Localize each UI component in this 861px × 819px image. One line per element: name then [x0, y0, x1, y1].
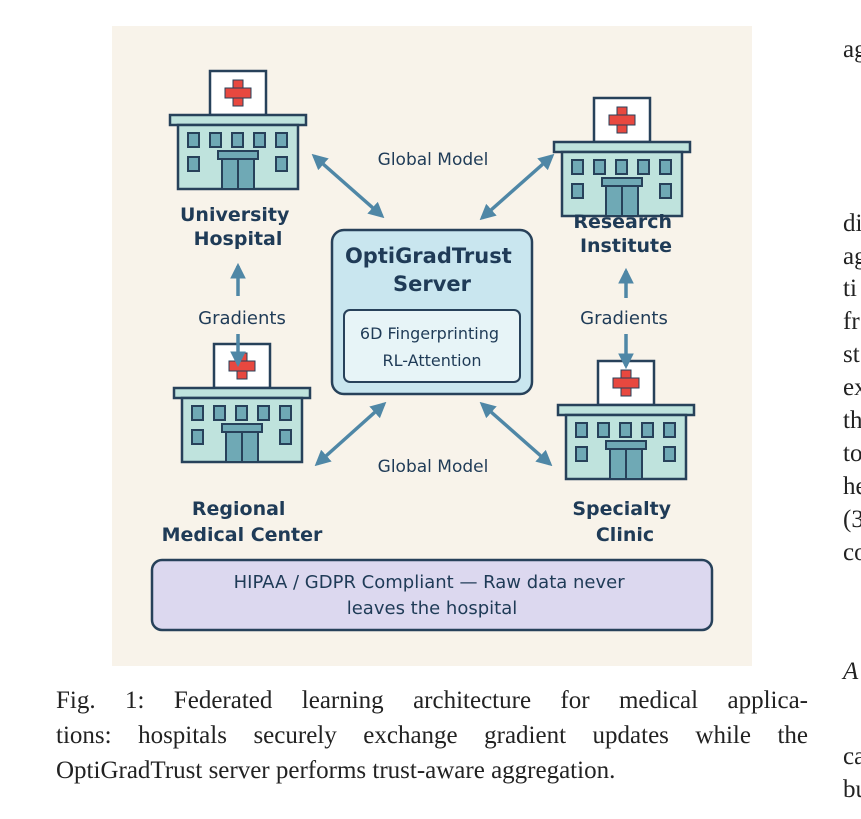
hospital-label-line: Hospital	[194, 228, 283, 250]
hospital-label-specialty: Specialty Clinic	[572, 498, 677, 546]
hospital-label-research: Research Institute	[573, 211, 678, 257]
right-column-fragment: co	[843, 539, 861, 566]
hospital-label-line: Research	[573, 211, 672, 233]
right-column-fragment: he	[843, 473, 861, 500]
right-column-fragment: ca	[843, 743, 861, 770]
caption-line: Fig. 1: Federated learning architecture …	[56, 687, 808, 714]
right-column-fragment: st	[843, 341, 860, 368]
global-model-arrow-bottom-right	[479, 401, 553, 467]
right-column-fragment: ag	[843, 36, 861, 63]
compliance-line: leaves the hospital	[347, 598, 518, 619]
server-module-text: 6D Fingerprinting RL-Attention	[360, 324, 504, 370]
gradients-label-left: Gradients	[198, 308, 286, 329]
server-title-line: OptiGradTrust	[345, 244, 512, 268]
hospital-label-regional: Regional Medical Center	[162, 498, 323, 546]
server-title-line: Server	[393, 272, 472, 296]
caption-line: tions: hospitals securely exchange gradi…	[56, 722, 808, 749]
hospital-label-line: Regional	[192, 498, 286, 520]
global-model-arrow-top-right	[479, 153, 555, 221]
global-model-arrow-bottom-left	[314, 401, 387, 467]
hospital-label-line: Institute	[580, 235, 672, 257]
right-column-fragment: ag	[843, 243, 861, 270]
right-column-fragment: ex	[843, 374, 861, 401]
caption-line: OptiGradTrust server performs trust-awar…	[56, 757, 616, 784]
right-column-fragment: (3	[843, 506, 861, 533]
hospital-label-line: University	[180, 204, 290, 226]
right-column-fragment: bu	[843, 776, 861, 803]
architecture-diagram: University Hospital Research Institute R…	[112, 26, 752, 666]
compliance-line: HIPAA / GDPR Compliant — Raw data never	[234, 572, 626, 593]
gradients-label-right: Gradients	[580, 308, 668, 329]
hospital-label-line: Clinic	[596, 524, 654, 546]
right-column-fragment: ti	[843, 275, 857, 302]
right-column-fragment: to	[843, 440, 861, 467]
server-module-line: RL-Attention	[382, 351, 481, 370]
right-column-fragment: th	[843, 407, 861, 434]
compliance-banner	[150, 558, 714, 632]
figure-caption: Fig. 1: Federated learning architecture …	[56, 683, 808, 788]
hospital-label-line: Medical Center	[162, 524, 323, 546]
global-model-label-top: Global Model	[378, 150, 489, 170]
hospital-label-university: University Hospital	[180, 204, 296, 250]
global-model-arrow-top-left	[311, 153, 385, 219]
server-module-line: 6D Fingerprinting	[360, 324, 499, 343]
right-column-fragment: A	[843, 658, 859, 685]
compliance-text: HIPAA / GDPR Compliant — Raw data never …	[234, 572, 631, 619]
right-column-fragment: di	[843, 210, 861, 237]
right-column-fragment: fr	[843, 308, 860, 335]
server-title: OptiGradTrust Server	[345, 244, 519, 296]
global-model-label-bottom: Global Model	[378, 457, 489, 477]
server-module-box	[343, 309, 521, 383]
hospital-label-line: Specialty	[572, 498, 671, 520]
